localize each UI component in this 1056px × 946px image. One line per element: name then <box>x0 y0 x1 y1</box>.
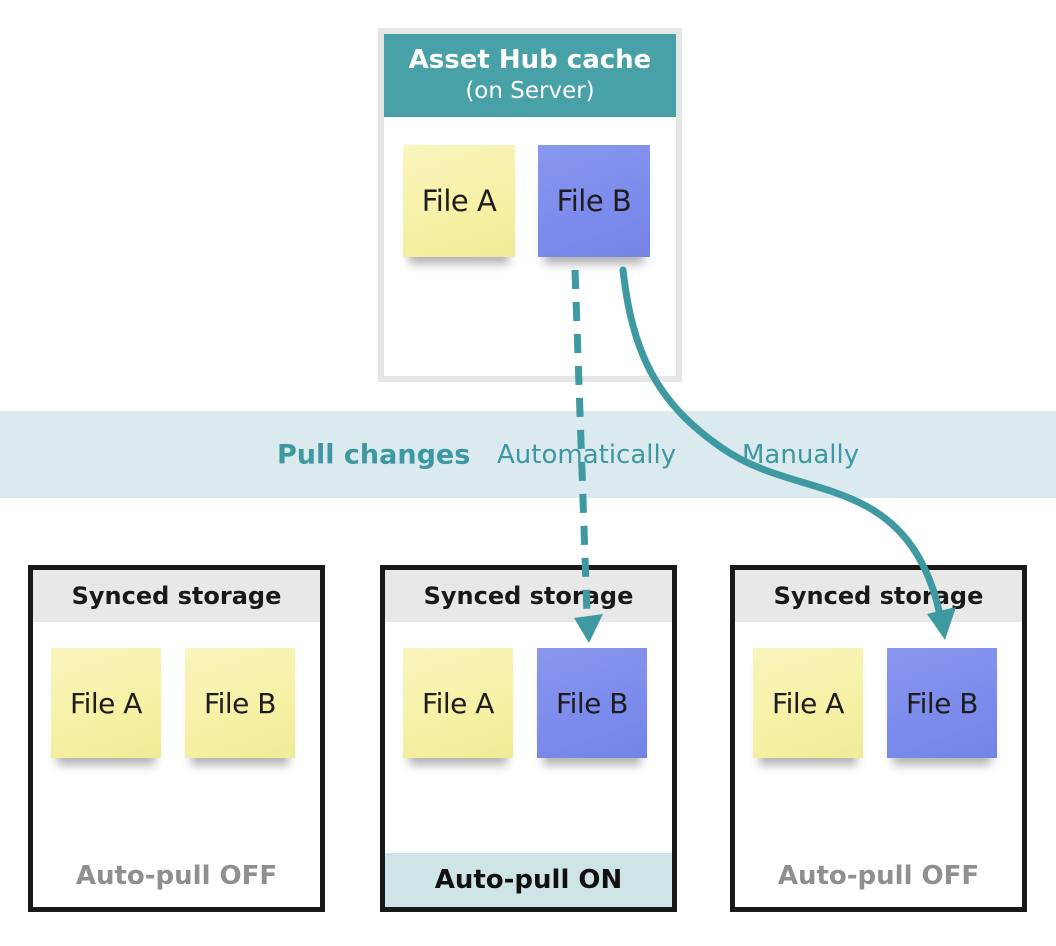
auto-pull-status: Auto-pull OFF <box>777 861 980 891</box>
storage-box-title: Synced storage <box>735 570 1022 622</box>
auto-pull-status: Auto-pull ON <box>385 853 672 907</box>
cache-sticky-note-file-a: File A <box>403 145 515 257</box>
storage-sticky-note-file-a: File A <box>753 648 863 758</box>
storage-sticky-note-file-a: File A <box>403 648 513 758</box>
storage-box-title: Synced storage <box>385 570 672 622</box>
cache-box-subtitle: (on Server) <box>465 78 595 105</box>
synced-storage-box-right: Synced storage File A File B Auto-pull O… <box>730 565 1027 912</box>
storage-sticky-note-file-b: File B <box>537 648 647 758</box>
storage-sticky-note-file-b: File B <box>185 648 295 758</box>
asset-hub-cache-box: Asset Hub cache (on Server) File A File … <box>378 28 682 382</box>
pull-changes-band <box>0 411 1056 498</box>
cache-box-header: Asset Hub cache (on Server) <box>384 34 676 117</box>
storage-sticky-note-file-b: File B <box>887 648 997 758</box>
synced-storage-box-left: Synced storage File A File B Auto-pull O… <box>28 565 325 912</box>
cache-box-title: Asset Hub cache <box>408 45 652 76</box>
auto-pull-status: Auto-pull OFF <box>75 861 278 891</box>
cache-sticky-note-file-b: File B <box>538 145 650 257</box>
storage-sticky-note-file-a: File A <box>51 648 161 758</box>
synced-storage-box-middle: Synced storage File A File B Auto-pull O… <box>380 565 677 912</box>
storage-box-title: Synced storage <box>33 570 320 622</box>
